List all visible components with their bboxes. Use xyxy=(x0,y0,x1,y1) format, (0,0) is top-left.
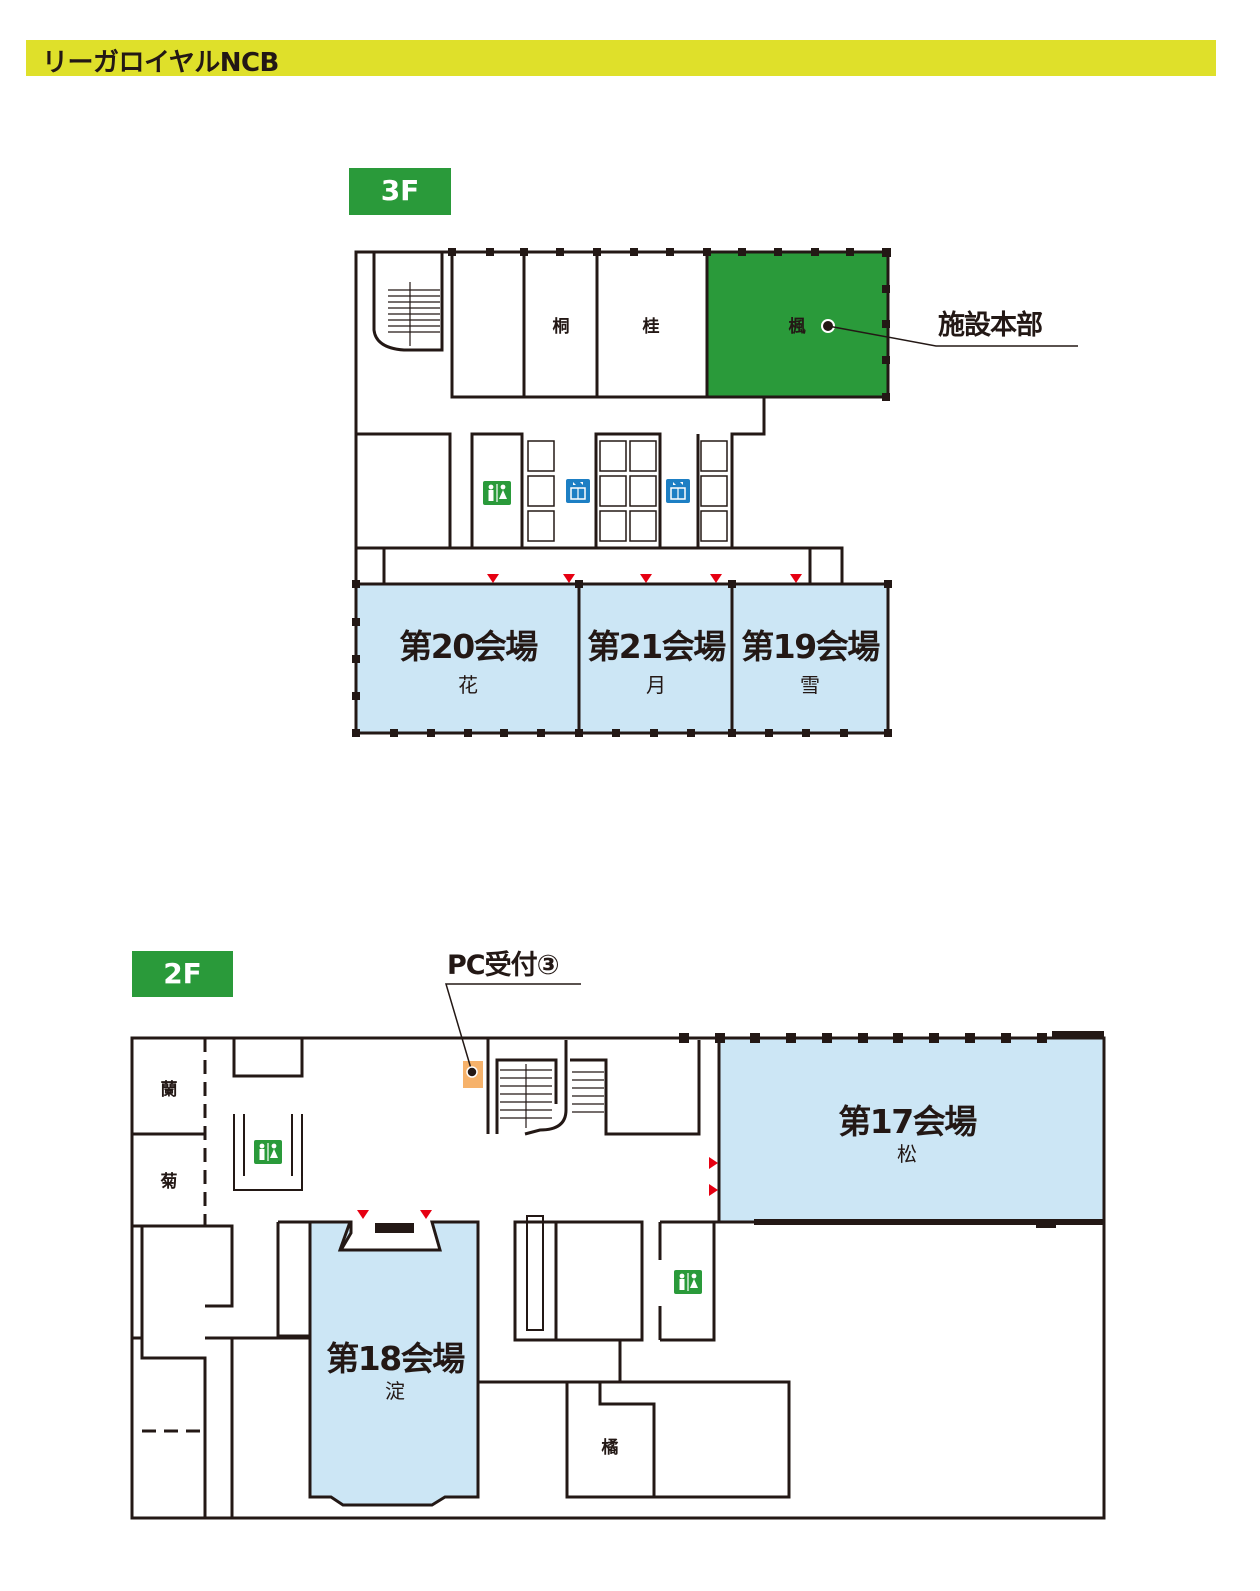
hall-18-name: 第18会場 xyxy=(326,1339,465,1378)
hq-callout-label: 施設本部 xyxy=(938,309,1043,341)
hall-19-name: 第19会場 xyxy=(741,627,880,666)
hall-21-name: 第21会場 xyxy=(587,627,726,666)
floor-3-entrances xyxy=(487,574,802,583)
hall-20-sub: 花 xyxy=(458,673,478,697)
floor-2-pillars xyxy=(679,1031,1104,1228)
floor-2-badge: 2F xyxy=(132,951,233,997)
elevator-icon xyxy=(665,478,691,504)
floor-3-pillars xyxy=(352,248,892,737)
elevator-icon xyxy=(565,478,591,504)
floor-2-plan xyxy=(130,1036,1106,1520)
hq-callout xyxy=(821,319,1078,347)
restroom-icon xyxy=(482,480,512,506)
room-ran-label: 蘭 xyxy=(161,1079,178,1100)
floor-2-badge-label: 2F xyxy=(163,957,202,990)
hall-17-name: 第17会場 xyxy=(838,1102,977,1141)
floor-3-badge: 3F xyxy=(349,168,451,215)
title-bar: リーガロイヤルNCB xyxy=(26,40,1216,78)
room-katsura-label: 桂 xyxy=(642,316,660,337)
room-kaede xyxy=(705,250,890,399)
hall-18 xyxy=(308,1220,480,1507)
room-kiku-label: 菊 xyxy=(161,1171,178,1192)
floor-3-badge-label: 3F xyxy=(380,174,420,207)
hall-20-name: 第20会場 xyxy=(399,627,538,666)
floor-2-entrances xyxy=(357,1157,718,1219)
room-tachibana-label: 橘 xyxy=(601,1438,619,1458)
restroom-icon xyxy=(673,1269,703,1295)
hall-19 xyxy=(730,582,890,735)
room-kaede-label: 楓 xyxy=(789,316,807,337)
venue-title: リーガロイヤルNCB xyxy=(42,48,279,78)
floor-3-plan xyxy=(354,250,890,735)
hall-18-sub: 淀 xyxy=(385,1379,405,1403)
hall-19-sub: 雪 xyxy=(800,673,820,697)
room-kiri-label: 桐 xyxy=(553,316,570,337)
restroom-icon xyxy=(253,1139,283,1165)
pc-reception-callout xyxy=(444,983,581,1078)
hall-17-sub: 松 xyxy=(897,1142,917,1166)
hall-21-sub: 月 xyxy=(646,673,666,697)
pc-reception-label: PC受付③ xyxy=(447,949,559,981)
